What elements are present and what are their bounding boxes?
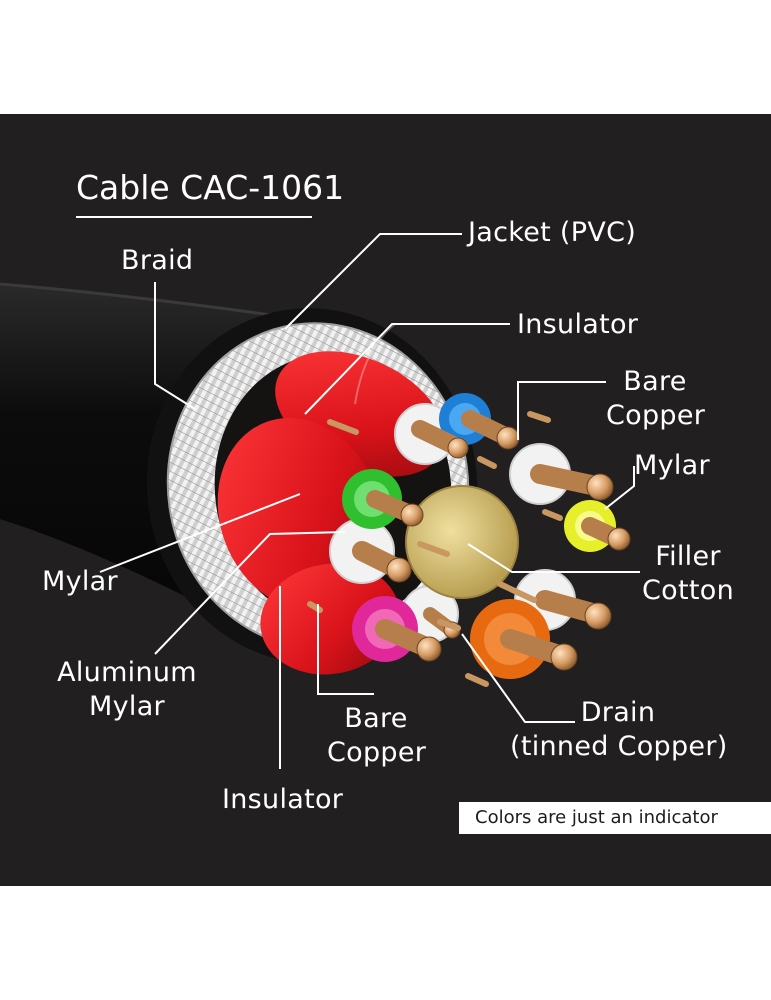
label-filler-cotton: Filler Cotton — [640, 540, 736, 608]
label-mylar-left: Mylar — [42, 566, 118, 597]
label-aluminum-mylar-line2: Mylar — [89, 691, 165, 722]
cable-cross-section-illustration — [0, 233, 640, 769]
label-filler-cotton-line1: Filler — [655, 541, 721, 572]
label-drain-line2: (tinned Copper) — [510, 731, 728, 762]
label-bare-copper-top-line1: Bare — [623, 366, 687, 397]
label-aluminum-mylar: Aluminum Mylar — [54, 656, 200, 724]
label-bare-copper-bottom-line2: Copper — [327, 737, 427, 768]
diagram-title: Cable CAC-1061 — [76, 168, 345, 207]
label-bare-copper-bottom: Bare Copper — [327, 702, 427, 770]
label-aluminum-mylar-line1: Aluminum — [57, 657, 197, 688]
label-jacket-pvc: Jacket (PVC) — [468, 217, 637, 248]
label-insulator-top: Insulator — [517, 309, 639, 340]
title-underline — [76, 216, 312, 218]
label-braid: Braid — [121, 245, 194, 276]
label-bare-copper-top: Bare Copper — [606, 365, 706, 433]
cable-diagram-panel: Cable CAC-1061 Jacket (PVC) Braid Insula… — [0, 114, 771, 886]
label-mylar-right: Mylar — [634, 450, 710, 481]
label-drain-line1: Drain — [580, 697, 656, 728]
label-bare-copper-top-line2: Copper — [606, 400, 706, 431]
label-filler-cotton-line2: Cotton — [642, 575, 734, 606]
label-bare-copper-bottom-line1: Bare — [344, 703, 408, 734]
label-drain: Drain (tinned Copper) — [510, 696, 728, 764]
colors-disclaimer-note: Colors are just an indicator — [459, 802, 771, 834]
label-insulator-bottom: Insulator — [222, 784, 344, 815]
